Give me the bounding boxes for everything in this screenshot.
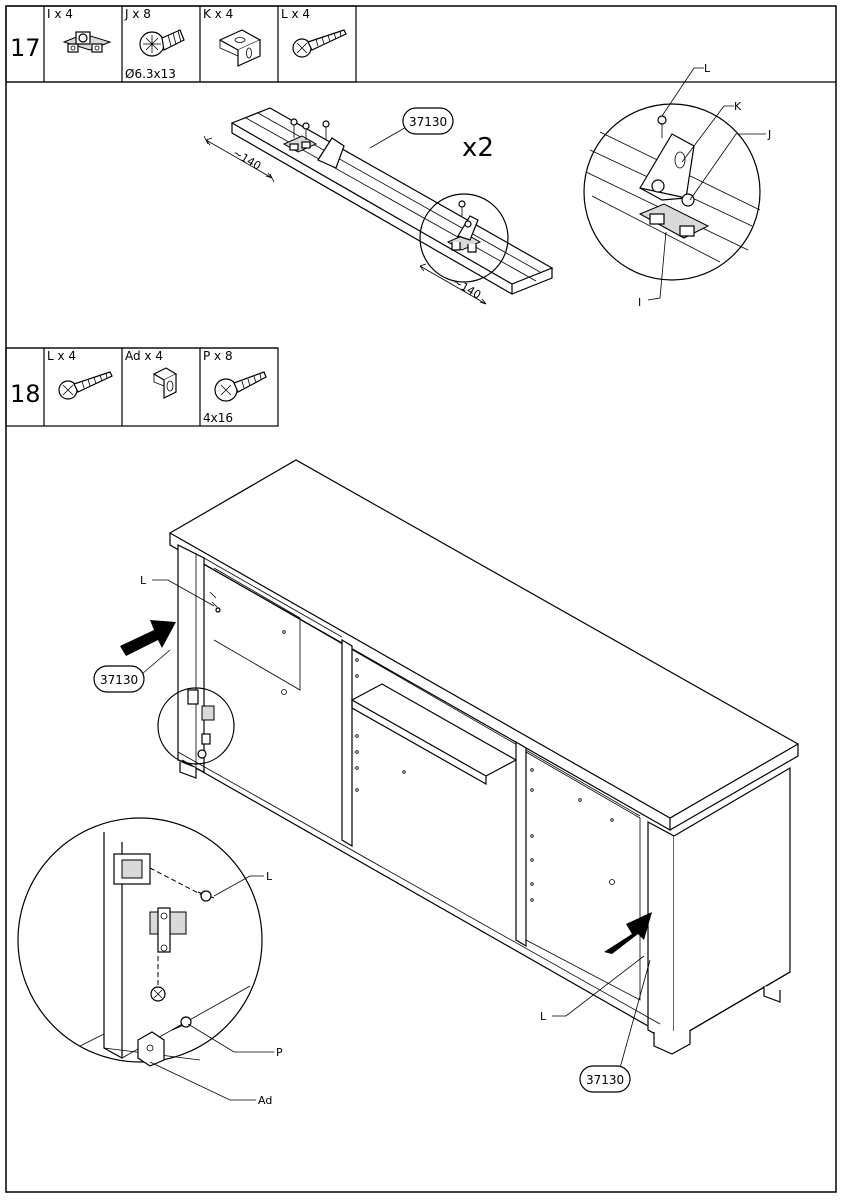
dimension-left: ~140	[231, 146, 264, 172]
angle-bracket-icon	[218, 29, 262, 67]
part-p-header: P x 8	[203, 349, 233, 363]
part-k-header: K x 4	[203, 7, 233, 21]
label-l: L	[704, 62, 711, 75]
label-l-detail: L	[266, 870, 273, 883]
step-17-number: 17	[10, 34, 41, 62]
step-17-multiplier: x2	[462, 133, 494, 163]
label-j: J	[767, 128, 771, 141]
screw-icon	[214, 371, 267, 402]
step-18-part-code-left: 37130	[100, 673, 138, 687]
label-l-right: L	[540, 1010, 547, 1023]
part-p-size: 4x16	[203, 411, 233, 425]
part-l-header: L x 4	[281, 7, 310, 21]
label-ad: Ad	[258, 1094, 272, 1107]
step-17-part-code: 37130	[409, 115, 447, 129]
angle-bracket-small-icon	[152, 367, 178, 399]
part-j-header: J x 8	[124, 7, 151, 21]
label-p: P	[276, 1046, 283, 1059]
label-k: K	[734, 100, 742, 113]
label-l-left: L	[140, 574, 147, 587]
page-border	[5, 5, 837, 1193]
connector-fitting-icon	[62, 31, 112, 53]
part-j-size: Ø6.3x13	[125, 67, 176, 81]
step-18-parts-table: 18 L x 4 Ad x 4 P x 8 4x16	[5, 347, 279, 427]
part-l-header-18: L x 4	[47, 349, 76, 363]
part-ad-header: Ad x 4	[125, 349, 163, 363]
part-i-header: I x 4	[47, 7, 73, 21]
step-17-parts-table: 17 I x 4 J x 8 K x 4 L x 4 Ø6.3x13	[5, 5, 357, 83]
step-17-assembly-drawing: ~140 ~140 37130 x2	[203, 107, 554, 305]
step-17-detail-view: L K J I	[583, 62, 771, 309]
wood-screw-icon	[58, 371, 113, 400]
wood-screw-icon	[292, 29, 347, 58]
step-18-detail-view: L P Ad	[17, 817, 283, 1107]
insert-arrow-left	[120, 620, 176, 656]
flat-head-screw-icon	[139, 29, 185, 57]
step-18-number: 18	[10, 380, 41, 408]
label-i: I	[638, 296, 641, 309]
insert-arrow-right	[604, 912, 652, 954]
step-18-part-code-right: 37130	[586, 1073, 624, 1087]
step-18-cabinet-drawing: L 37130 L 37130	[93, 459, 800, 1093]
